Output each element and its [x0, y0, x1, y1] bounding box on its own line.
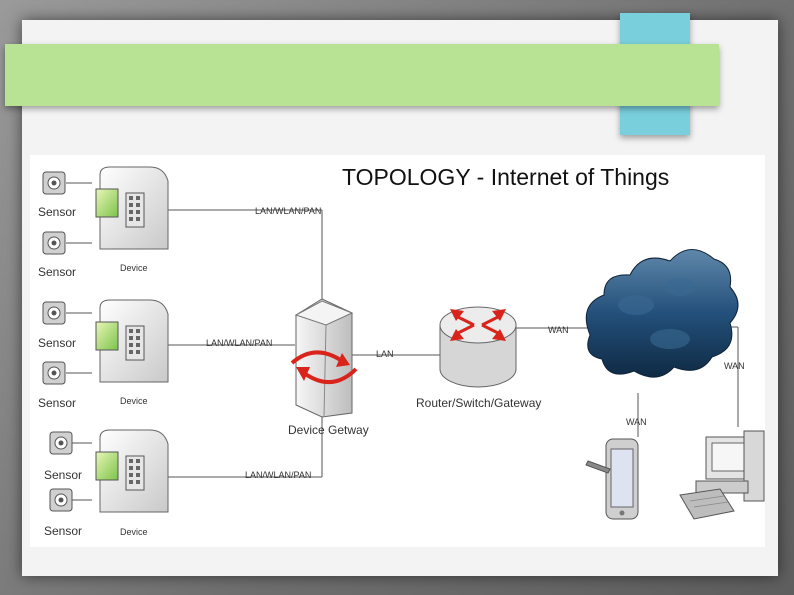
device-icon — [95, 299, 169, 383]
title-banner — [5, 44, 719, 106]
sensor-icon — [49, 431, 73, 455]
sensor-icon — [49, 488, 73, 512]
sensor-icon — [42, 301, 66, 325]
sensor-label: Sensor — [38, 336, 76, 350]
router-label: Router/Switch/Gateway — [416, 396, 541, 410]
diagram-title: TOPOLOGY - Internet of Things — [342, 164, 669, 190]
link-label-top: LAN/WLAN/PAN — [255, 206, 321, 216]
wan-label-mobile: WAN — [626, 417, 647, 427]
wan-label-pc: WAN — [724, 361, 745, 371]
link-label-bottom: LAN/WLAN/PAN — [245, 470, 311, 480]
device-label: Device — [120, 396, 148, 406]
device-group — [95, 166, 169, 513]
router-icon — [439, 306, 517, 388]
sensor-label: Sensor — [38, 205, 76, 219]
wan-label-router: WAN — [548, 325, 569, 335]
link-label-mid: LAN/WLAN/PAN — [206, 338, 272, 348]
gateway-label: Device Getway — [288, 423, 369, 437]
lan-label: LAN — [376, 349, 394, 359]
sensor-icon — [42, 231, 66, 255]
sensor-label: Sensor — [44, 468, 82, 482]
cloud-icon — [585, 249, 739, 378]
device-icon — [95, 166, 169, 250]
desktop-computer-icon — [679, 430, 765, 520]
sensor-group — [42, 171, 73, 512]
topology-diagram: TOPOLOGY - Internet of Things — [30, 155, 765, 547]
cloud-highlights — [618, 278, 696, 349]
mobile-phone-icon — [585, 438, 639, 520]
device-icon — [95, 429, 169, 513]
device-gateway — [290, 298, 358, 418]
sensor-label: Sensor — [38, 396, 76, 410]
device-label: Device — [120, 527, 148, 537]
sensor-icon — [42, 361, 66, 385]
sensor-icon — [42, 171, 66, 195]
refresh-arrows-icon — [290, 350, 358, 384]
sensor-label: Sensor — [38, 265, 76, 279]
device-label: Device — [120, 263, 148, 273]
sensor-label: Sensor — [44, 524, 82, 538]
